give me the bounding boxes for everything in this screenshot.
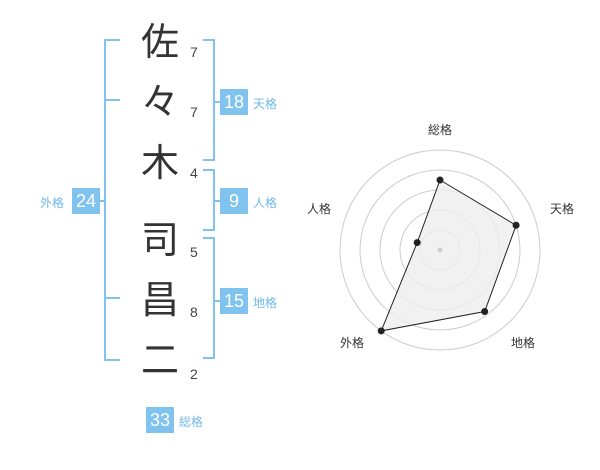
- gaikaku-label: 外格: [40, 196, 65, 210]
- chikaku-value-badge: 15: [220, 288, 248, 314]
- radar-point-tenkaku: [512, 221, 520, 229]
- stroke-count-2: 7: [190, 104, 198, 120]
- radar-polygon: [380, 179, 517, 332]
- radar-label-tenkaku: 天格: [550, 202, 575, 216]
- chikaku-bracket: [203, 237, 215, 359]
- name-char-6: 二: [140, 338, 179, 382]
- jinkaku-label: 人格: [253, 196, 278, 210]
- radar-label-chikaku: 地格: [511, 336, 536, 350]
- radar-point-gaikaku: [377, 327, 385, 335]
- stroke-count-6: 2: [190, 366, 198, 382]
- jinkaku-value-badge: 9: [220, 188, 248, 214]
- stroke-count-3: 4: [190, 165, 198, 181]
- stroke-count-4: 5: [190, 244, 198, 260]
- radar-points: [377, 176, 520, 335]
- name-char-1: 佐: [140, 20, 179, 64]
- name-char-3: 木: [140, 141, 179, 185]
- name-char-5: 昌: [140, 278, 179, 322]
- tenkaku-bracket: [203, 39, 215, 161]
- radar-grid-ring: [359, 169, 521, 331]
- stroke-count-1: 7: [190, 44, 198, 60]
- radar-label-soukaku: 総格: [428, 123, 453, 137]
- name-char-2: 々: [140, 80, 179, 124]
- stroke-count-5: 8: [190, 304, 198, 320]
- soukaku-label: 総格: [179, 415, 204, 429]
- tenkaku-label: 天格: [253, 97, 278, 111]
- radar-point-soukaku: [436, 176, 444, 184]
- radar-label-gaikaku: 外格: [340, 336, 365, 350]
- radar-point-jinkaku: [413, 239, 421, 247]
- radar-center-dot: [437, 247, 443, 253]
- radar-point-chikaku: [481, 307, 489, 315]
- gaikaku-value-badge: 24: [72, 188, 100, 214]
- soukaku-value-badge: 33: [146, 407, 174, 433]
- name-char-4: 司: [140, 218, 179, 262]
- chikaku-label: 地格: [253, 296, 278, 310]
- radar-grid-ring: [339, 149, 541, 351]
- tenkaku-value-badge: 18: [220, 89, 248, 115]
- radar-label-jinkaku: 人格: [307, 202, 332, 216]
